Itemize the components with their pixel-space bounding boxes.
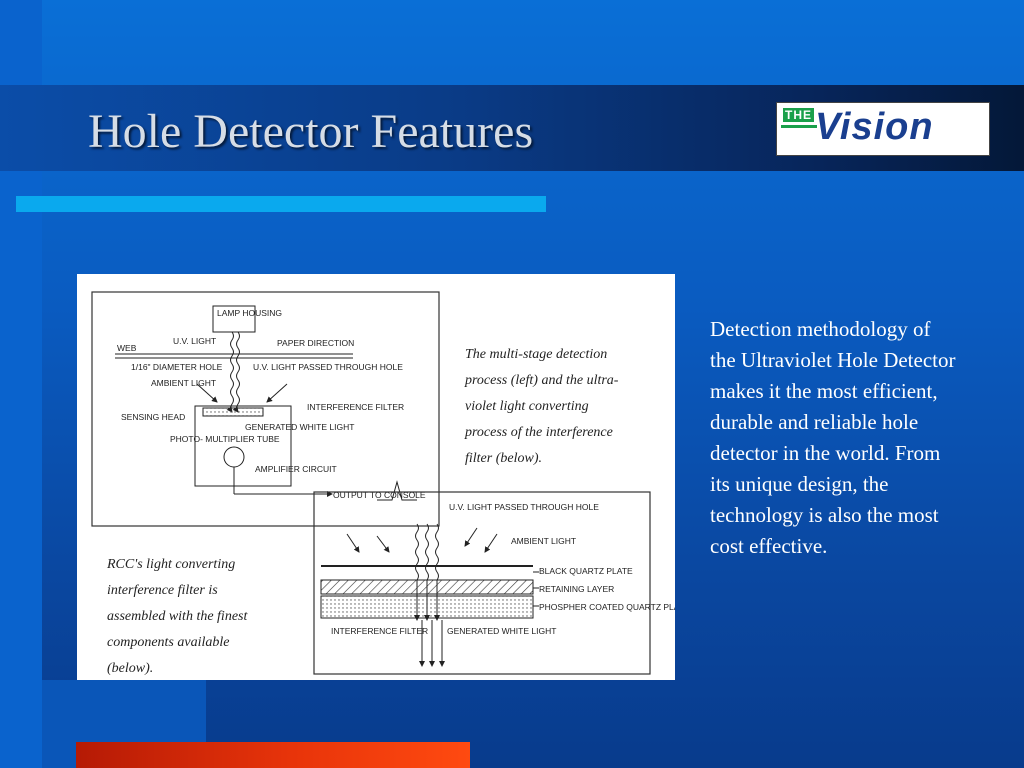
caption-right-line-4: process of the interference (464, 425, 613, 440)
caption-left-line-2: interference filter is (107, 583, 218, 598)
label-interference-filter-bottom: INTERFERENCE FILTER (331, 626, 428, 636)
vision-logo: THE Vision (776, 102, 990, 156)
label-diameter-hole: 1/16" DIAMETER HOLE (131, 362, 223, 372)
logo-underline (781, 125, 817, 128)
label-ambient-light-bottom: AMBIENT LIGHT (511, 536, 576, 546)
label-uv-passed-bottom: U.V. LIGHT PASSED THROUGH HOLE (449, 502, 599, 512)
lamp-housing-box (212, 305, 256, 333)
label-black-quartz: BLACK QUARTZ PLATE (539, 566, 633, 576)
label-uv-light: U.V. LIGHT (173, 336, 216, 346)
label-lamp-housing: LAMP HOUSING (217, 308, 282, 318)
label-amplifier-circuit: AMPLIFIER CIRCUIT (255, 464, 337, 474)
caption-right-line-5: filter (below). (465, 451, 542, 466)
logo-the-text: THE (783, 108, 814, 122)
label-phospher: PHOSPHER COATED QUARTZ PLATE (539, 602, 675, 612)
caption-left-line-4: components available (107, 635, 229, 650)
caption-right-line-1: The multi-stage detection (465, 347, 607, 362)
label-uv-passed-top: U.V. LIGHT PASSED THROUGH HOLE (253, 362, 403, 372)
label-web: WEB (117, 343, 137, 353)
accent-bar (16, 196, 546, 212)
caption-right-line-3: violet light converting (465, 399, 589, 414)
label-interference-filter-top: INTERFERENCE FILTER (307, 402, 404, 412)
diagram-svg: LAMP HOUSING WEB PAPER DIRECTION U.V. LI… (91, 291, 675, 676)
label-output-console: OUTPUT TO CONSOLE (333, 490, 426, 500)
slide-title: Hole Detector Features (88, 105, 534, 158)
slide-body-text: Detection methodology of the Ultraviolet… (710, 317, 956, 558)
caption-left-line-5: (below). (107, 661, 153, 676)
label-retaining-layer: RETAINING LAYER (539, 584, 614, 594)
label-generated-white-bottom: GENERATED WHITE LIGHT (447, 626, 556, 636)
label-paper-direction: PAPER DIRECTION (277, 338, 354, 348)
logo-vision-text: Vision (815, 106, 934, 148)
caption-right-line-2: process (left) and the ultra- (464, 373, 619, 388)
caption-left-line-1: RCC's light converting (106, 557, 235, 572)
bottom-diagram-frame (313, 491, 651, 675)
bottom-accent-bar (76, 742, 470, 768)
sensing-head-box (194, 405, 292, 487)
label-ambient-light-top: AMBIENT LIGHT (151, 378, 216, 388)
hole-detector-diagram: LAMP HOUSING WEB PAPER DIRECTION U.V. LI… (77, 274, 675, 680)
label-photo-multiplier: PHOTO- MULTIPLIER TUBE (170, 434, 280, 444)
label-generated-white-top: GENERATED WHITE LIGHT (245, 422, 354, 432)
label-sensing-head: SENSING HEAD (121, 412, 185, 422)
top-diagram-frame (91, 291, 440, 527)
photomultiplier-tube (223, 446, 245, 468)
caption-left-line-3: assembled with the finest (107, 609, 248, 624)
